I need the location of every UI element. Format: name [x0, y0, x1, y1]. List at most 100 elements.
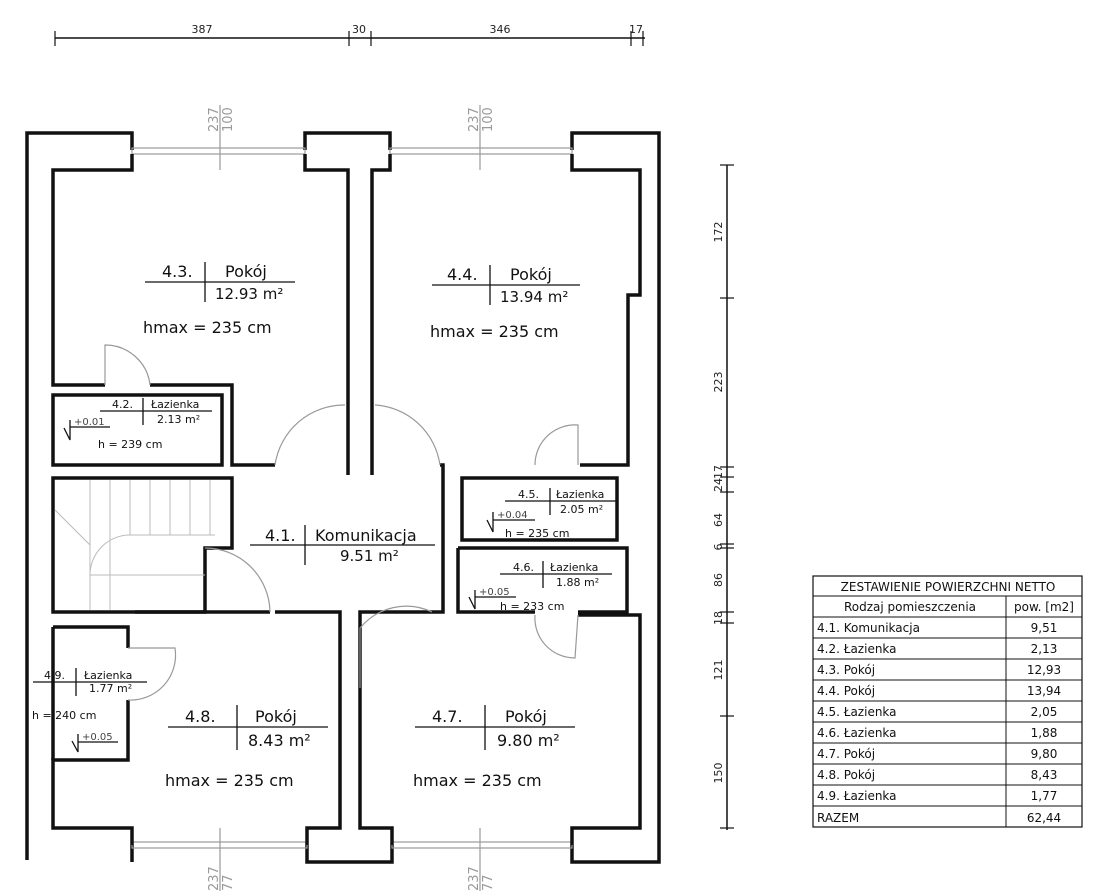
- window-markers: 237 100 237 100 237 77 237 77: [207, 105, 496, 891]
- table-cell-room: 4.7. Pokój: [817, 747, 875, 761]
- table-cell-area: 2,13: [1031, 642, 1058, 656]
- room-name: Komunikacja: [315, 526, 417, 545]
- table-cell-area: 1,88: [1031, 726, 1058, 740]
- dim-top-4: 17: [629, 23, 643, 36]
- room-name: Pokój: [510, 265, 552, 284]
- table-row: 4.9. Łazienka 1,77: [817, 789, 1057, 803]
- table-header-type: Rodzaj pomieszczenia: [844, 600, 976, 614]
- dim-right-3: 17: [712, 465, 725, 479]
- room-area: 13.94 m²: [500, 288, 568, 306]
- room-height: h = 240 cm: [32, 709, 96, 722]
- table-cell-room: 4.8. Pokój: [817, 768, 875, 782]
- floor-level: +0.01: [74, 417, 105, 428]
- staircase: [54, 480, 215, 610]
- room-area: 8.43 m²: [248, 731, 311, 750]
- table-row: 4.6. Łazienka 1,88: [817, 726, 1057, 740]
- window-top-2-width: 237: [467, 107, 482, 132]
- room-height: h = 233 cm: [500, 600, 564, 613]
- table-row: 4.3. Pokój 12,93: [817, 663, 1061, 677]
- room-number: 4.7.: [432, 707, 463, 726]
- window-top-1-sill: 100: [221, 107, 236, 132]
- window-bottom-1-sill: 77: [221, 874, 236, 891]
- table-total-label: RAZEM: [817, 811, 859, 825]
- room-name: Pokój: [255, 707, 297, 726]
- room-height: hmax = 235 cm: [430, 322, 559, 341]
- table-title: ZESTAWIENIE POWIERZCHNI NETTO: [841, 580, 1056, 594]
- table-cell-room: 4.5. Łazienka: [817, 705, 897, 719]
- table-cell-area: 9,80: [1031, 747, 1058, 761]
- room-number: 4.1.: [265, 526, 296, 545]
- room-4-7: 4.7. Pokój 9.80 m² hmax = 235 cm: [413, 705, 575, 790]
- table-cell-room: 4.4. Pokój: [817, 684, 875, 698]
- room-number: 4.5.: [518, 488, 539, 501]
- room-4-5: 4.5. Łazienka 2.05 m² +0.04 h = 235 cm: [486, 488, 618, 540]
- room-4-6: 4.6. Łazienka 1.88 m² +0.05 h = 233 cm: [468, 561, 612, 613]
- dim-top-2: 30: [352, 23, 366, 36]
- table-row: 4.2. Łazienka 2,13: [817, 642, 1057, 656]
- dim-right-2: 223: [712, 372, 725, 393]
- table-cell-area: 13,94: [1027, 684, 1061, 698]
- top-dimension-line: 387 30 346 17: [54, 23, 645, 46]
- room-number: 4.2.: [112, 398, 133, 411]
- table-row: 4.8. Pokój 8,43: [817, 768, 1057, 782]
- table-cell-room: 4.6. Łazienka: [817, 726, 897, 740]
- table-cell-area: 1,77: [1031, 789, 1058, 803]
- table-header-area: pow. [m2]: [1014, 600, 1074, 614]
- room-area: 2.13 m²: [157, 413, 200, 426]
- dim-right-5: 64: [712, 513, 725, 527]
- doors: [104, 344, 579, 701]
- room-area: 9.80 m²: [497, 731, 560, 750]
- right-dimension-line: 172 223 17 24 64 6 86 18 121 150: [712, 164, 734, 830]
- room-height: hmax = 235 cm: [165, 771, 294, 790]
- dim-right-4: 24: [712, 478, 725, 492]
- room-area: 1.77 m²: [89, 682, 132, 695]
- room-area: 2.05 m²: [560, 503, 603, 516]
- room-name: Pokój: [505, 707, 547, 726]
- room-4-2: 4.2. Łazienka 2.13 m² +0.01 h = 239 cm: [63, 398, 212, 451]
- dim-right-8: 18: [712, 611, 725, 625]
- room-4-9: 4.9. Łazienka 1.77 m² h = 240 cm +0.05: [32, 668, 147, 753]
- dim-top-1: 387: [192, 23, 213, 36]
- table-row: 4.5. Łazienka 2,05: [817, 705, 1057, 719]
- room-name: Łazienka: [83, 669, 132, 682]
- table-cell-area: 12,93: [1027, 663, 1061, 677]
- dim-right-6: 6: [712, 544, 725, 551]
- table-total-value: 62,44: [1027, 811, 1061, 825]
- room-4-4: 4.4. Pokój 13.94 m² hmax = 235 cm: [430, 265, 580, 341]
- dim-right-9: 121: [712, 660, 725, 681]
- dim-top-3: 346: [490, 23, 511, 36]
- room-name: Łazienka: [555, 488, 604, 501]
- area-summary-table: ZESTAWIENIE POWIERZCHNI NETTO Rodzaj pom…: [812, 575, 1083, 828]
- window-bottom-2-width: 237: [467, 866, 482, 891]
- window-top-2-sill: 100: [481, 107, 496, 132]
- room-height: hmax = 235 cm: [143, 318, 272, 337]
- table-row: 4.7. Pokój 9,80: [817, 747, 1057, 761]
- room-name: Łazienka: [549, 561, 598, 574]
- room-number: 4.8.: [185, 707, 216, 726]
- window-bottom-2-sill: 77: [481, 874, 496, 891]
- room-name: Łazienka: [150, 398, 199, 411]
- room-height: h = 239 cm: [98, 438, 162, 451]
- room-height: h = 235 cm: [505, 527, 569, 540]
- room-number: 4.6.: [513, 561, 534, 574]
- table-cell-room: 4.2. Łazienka: [817, 642, 897, 656]
- room-4-3: 4.3. Pokój 12.93 m² hmax = 235 cm: [143, 262, 295, 337]
- table-cell-area: 2,05: [1031, 705, 1058, 719]
- room-area: 12.93 m²: [215, 285, 283, 303]
- room-area: 1.88 m²: [556, 576, 599, 589]
- table-cell-area: 8,43: [1031, 768, 1058, 782]
- floor-level: +0.05: [82, 732, 113, 743]
- window-top-1-width: 237: [207, 107, 222, 132]
- room-4-1: 4.1. Komunikacja 9.51 m²: [250, 525, 435, 565]
- room-area: 9.51 m²: [340, 547, 399, 565]
- room-name: Pokój: [225, 262, 267, 281]
- table-cell-room: 4.3. Pokój: [817, 663, 875, 677]
- floor-level: +0.04: [497, 510, 528, 521]
- table-cell-area: 9,51: [1031, 621, 1058, 635]
- table-row: 4.4. Pokój 13,94: [817, 684, 1061, 698]
- table-cell-room: 4.9. Łazienka: [817, 789, 897, 803]
- floor-level: +0.05: [479, 587, 510, 598]
- room-height: hmax = 235 cm: [413, 771, 542, 790]
